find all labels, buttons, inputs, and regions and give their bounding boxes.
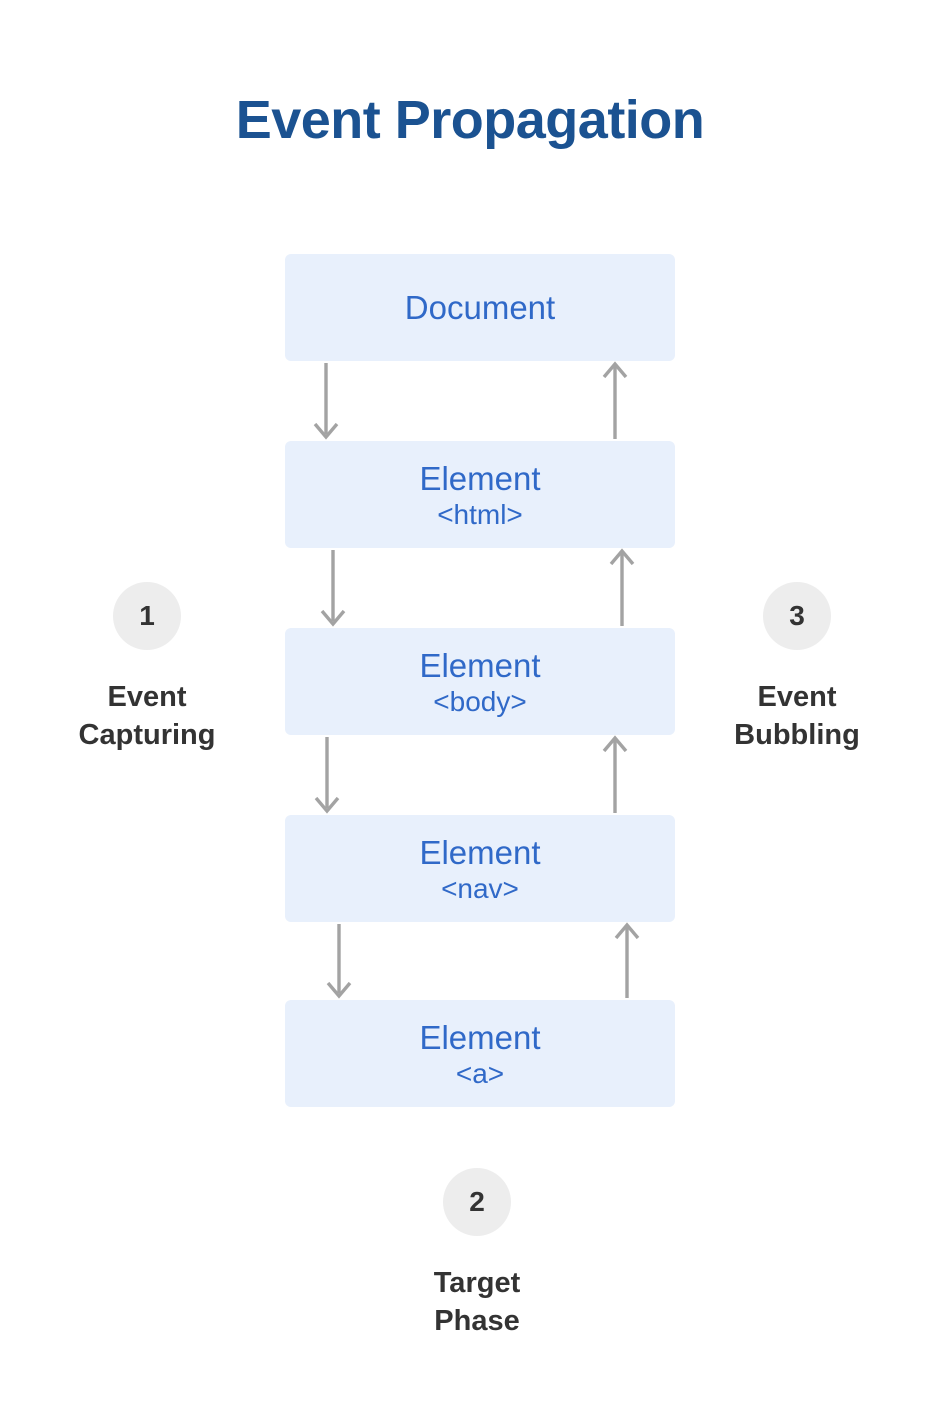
node-label: Element <box>419 834 541 871</box>
up-arrow-icon <box>602 735 628 813</box>
down-arrow-icon <box>314 737 340 814</box>
node-sublabel: <body> <box>433 686 527 717</box>
node-label: Element <box>419 1019 541 1056</box>
phase-number-badge: 2 <box>443 1168 511 1236</box>
node-label: Document <box>404 288 556 326</box>
node-label: Element <box>419 647 541 684</box>
node-element-html: Element <html> <box>285 441 675 548</box>
node-element-a: Element <a> <box>285 1000 675 1107</box>
node-document: Document <box>285 254 675 361</box>
phase-label-line2: Bubbling <box>734 719 860 751</box>
down-arrow-icon <box>320 550 346 627</box>
down-arrow-icon <box>313 363 339 440</box>
up-arrow-icon <box>602 361 628 439</box>
phase-number-badge: 3 <box>763 582 831 650</box>
phase-number-badge: 1 <box>113 582 181 650</box>
phase-label-line1: Target <box>433 1267 521 1299</box>
node-sublabel: <nav> <box>441 873 519 904</box>
up-arrow-icon <box>609 548 635 626</box>
phase-label-line2: Capturing <box>78 719 216 751</box>
node-element-body: Element <body> <box>285 628 675 735</box>
page-title: Event Propagation <box>235 90 705 150</box>
phase-label-line1: Event <box>107 681 187 713</box>
node-sublabel: <a> <box>455 1058 505 1089</box>
node-label: Element <box>419 460 541 497</box>
down-arrow-icon <box>326 924 352 999</box>
phase-label-line2: Phase <box>434 1305 520 1337</box>
node-sublabel: <html> <box>437 499 523 530</box>
node-element-nav: Element <nav> <box>285 815 675 922</box>
phase-label-line1: Event <box>757 681 837 713</box>
up-arrow-icon <box>614 922 640 998</box>
